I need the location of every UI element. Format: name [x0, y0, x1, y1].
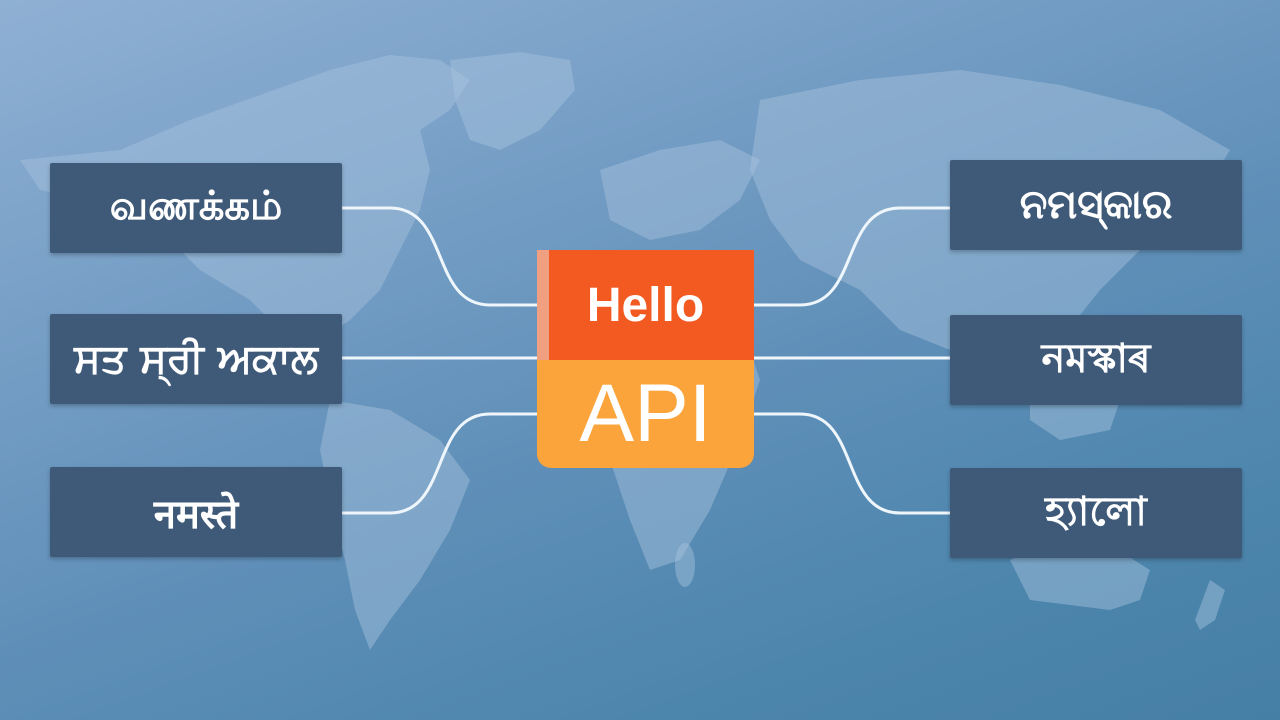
connector-left-top	[340, 206, 540, 307]
language-node-tamil: வணக்கம்	[50, 163, 342, 253]
connector-right-top	[752, 206, 952, 307]
hello-section-stripe	[537, 250, 549, 360]
language-node-hindi: नमस्ते	[50, 467, 342, 557]
node-label: வணக்கம்	[109, 182, 283, 229]
api-label: API	[537, 360, 754, 468]
hello-api-card: Hello API	[537, 250, 754, 468]
language-node-assamese: নমস্কাৰ	[950, 315, 1242, 405]
hello-section	[537, 250, 754, 360]
node-label: ନମସ୍କାର	[1019, 182, 1173, 228]
node-label: नमस्ते	[153, 491, 239, 538]
connector-left-bottom	[340, 412, 540, 515]
language-node-odia: ନମସ୍କାର	[950, 160, 1242, 250]
node-label: ਸਤ ਸ੍ਰੀ ਅਕਾਲ	[74, 336, 318, 382]
node-label: নমস্কাৰ	[1041, 335, 1151, 382]
language-node-punjabi: ਸਤ ਸ੍ਰੀ ਅਕਾਲ	[50, 314, 342, 404]
node-label: হ্যালো	[1045, 488, 1147, 535]
language-node-bengali: হ্যালো	[950, 468, 1242, 558]
hello-label: Hello	[586, 278, 705, 332]
connector-right-bottom	[752, 412, 952, 515]
